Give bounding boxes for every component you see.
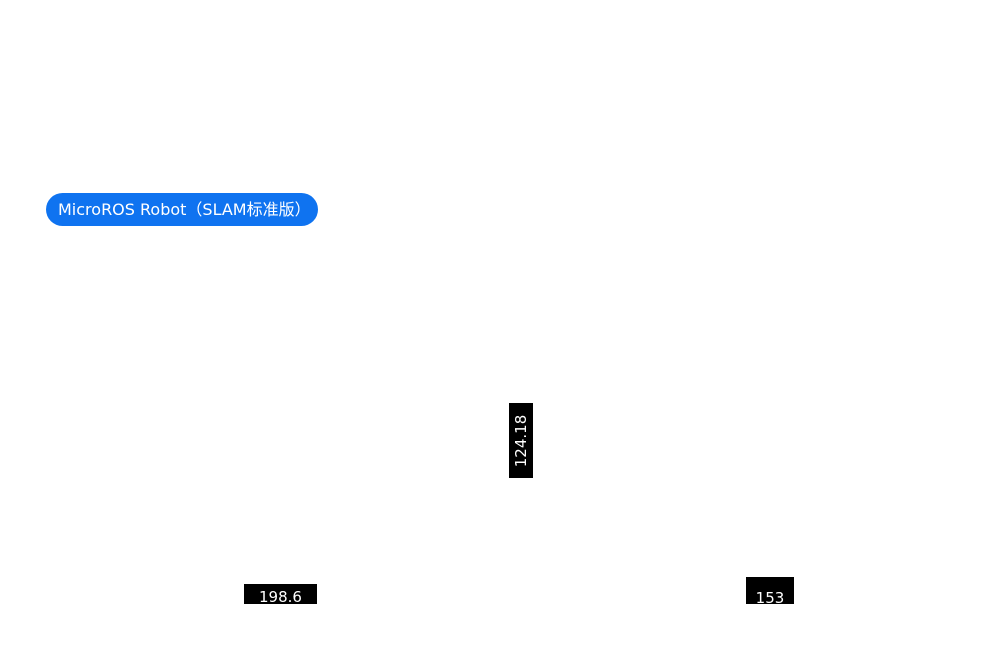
- product-name-badge: MicroROS Robot（SLAM标准版）: [46, 193, 318, 226]
- depth-dimension-label: 153: [746, 577, 794, 607]
- height-dimension-label: 124.18: [509, 403, 533, 478]
- height-value: 124.18: [512, 414, 530, 467]
- width-dimension-label: 198.6: [244, 584, 317, 606]
